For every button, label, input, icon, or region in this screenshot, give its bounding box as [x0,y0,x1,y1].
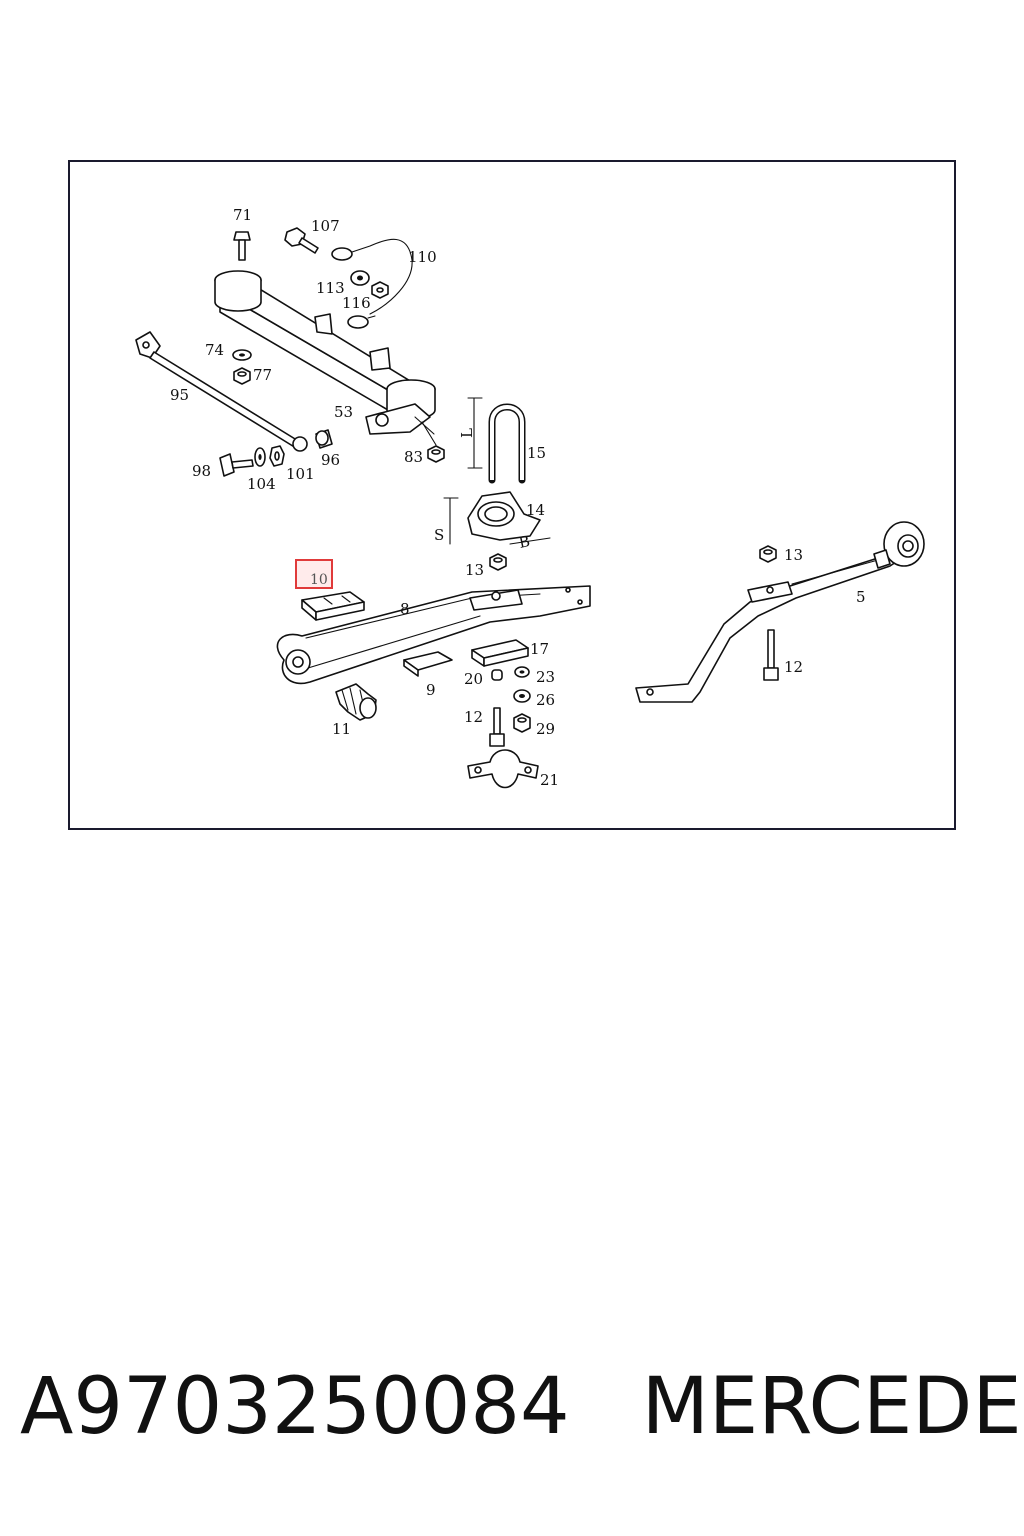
nut-part-101 [269,445,285,467]
spacer-part-17 [471,639,529,667]
callout-12-left: 12 [464,708,483,726]
callout-9: 9 [426,681,436,699]
callout-71: 71 [233,206,252,224]
highlight-box-part-10 [295,559,333,589]
nut-part-29 [513,713,531,733]
nut-part-83 [421,421,445,463]
nut-part-116 [371,281,389,299]
u-bolt-part-15 [467,397,526,484]
callout-101: 101 [286,465,315,483]
washer-part-26 [513,689,531,703]
callout-95: 95 [170,386,189,404]
exploded-parts-diagram: 71 107 110 113 116 74 77 95 53 15 98 104… [135,206,925,789]
nut-part-77 [233,367,251,385]
nut-part-13-right [759,545,777,563]
callout-14: 14 [526,501,545,519]
pad-part-10 [301,591,365,621]
plate-part-9 [403,651,453,677]
callout-83: 83 [404,448,423,466]
dimension-label-s: S [434,526,444,544]
spring-seat-part-14 [443,491,551,545]
callout-74: 74 [205,341,224,359]
callout-20: 20 [464,670,483,688]
bolt-part-12-right [763,629,779,681]
callout-113: 113 [316,279,345,297]
callout-104: 104 [247,475,276,493]
bush-part-96 [315,429,333,449]
callout-13-right: 13 [784,546,803,564]
callout-10: 10 [310,572,328,588]
part-number: A9703250084 [20,1362,570,1452]
callout-13-left: 13 [465,561,484,579]
callout-29: 29 [536,720,555,738]
callout-5: 5 [856,588,866,606]
callout-77: 77 [253,366,272,384]
crossbar-part-53 [214,270,436,435]
callout-98: 98 [192,462,211,480]
brand-name: MERCEDES [641,1362,1024,1452]
callout-116: 116 [342,294,371,312]
leaf-spring-part-8 [276,585,591,685]
callout-53: 53 [334,403,353,421]
callout-15: 15 [527,444,546,462]
callout-26: 26 [536,691,555,709]
bolt-part-71 [233,231,251,261]
bolt-part-98 [219,453,254,477]
callout-17: 17 [530,640,549,658]
dimension-label-l: L [458,428,476,438]
dimension-label-b: B [517,532,532,552]
nut-part-13-left [489,553,507,571]
callout-12-right: 12 [784,658,803,676]
washer-part-104 [254,447,266,467]
bolt-part-107 [284,227,319,254]
tie-rod-part-95 [135,331,308,452]
callout-96: 96 [321,451,340,469]
washer-part-74 [232,349,252,361]
callout-11: 11 [332,720,351,738]
washer-part-113 [350,270,370,286]
bump-stop-part-11 [335,683,377,721]
bush-part-20 [491,669,503,681]
caption: A9703250084 MERCEDES [20,1362,1024,1472]
parts-diagram-frame: 71 107 110 113 116 74 77 95 53 15 98 104… [68,160,956,830]
washer-part-23 [514,666,530,678]
callout-8: 8 [400,600,410,618]
callout-110: 110 [408,248,437,266]
callout-23: 23 [536,668,555,686]
callout-21: 21 [540,771,559,789]
cable-part-110 [331,238,413,329]
clamp-part-21 [467,749,539,789]
bolt-part-12-left [489,707,505,747]
leaf-spring-part-5 [635,521,925,703]
callout-107: 107 [311,217,340,235]
